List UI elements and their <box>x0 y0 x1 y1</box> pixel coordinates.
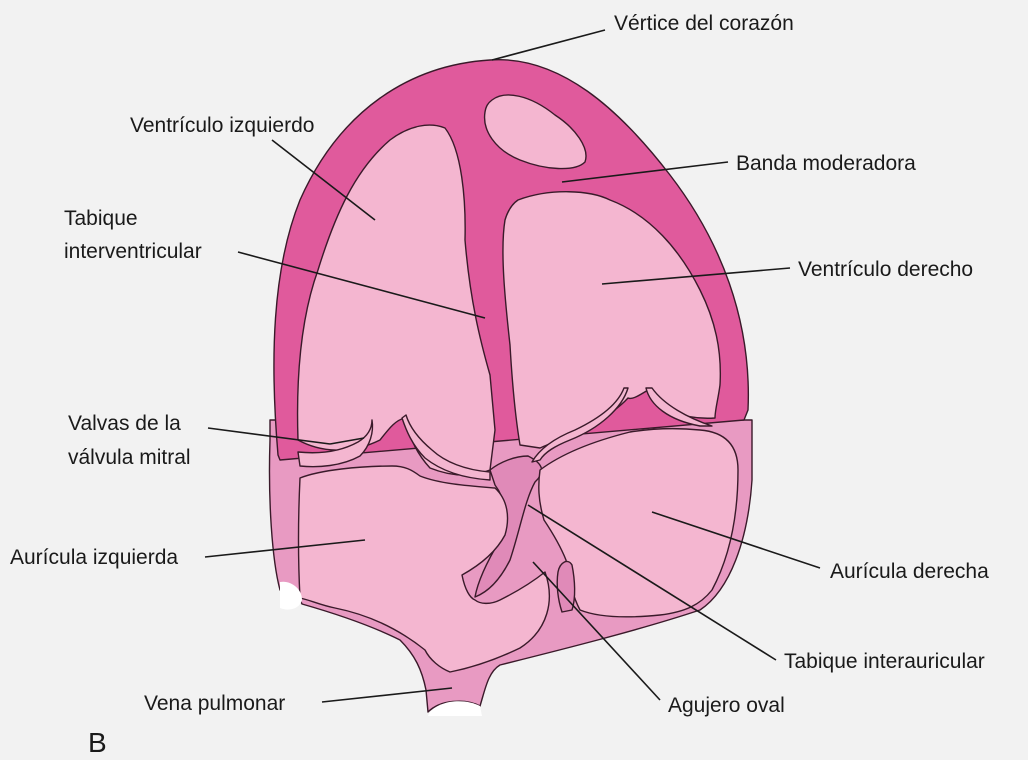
label-left-ventricle: Ventrículo izquierdo <box>130 114 314 137</box>
label-interventricular-septum-line1: Tabique <box>64 207 138 230</box>
label-apex: Vértice del corazón <box>614 12 794 35</box>
label-interventricular-septum-line2: interventricular <box>64 240 202 263</box>
label-mitral-valve-line2: válvula mitral <box>68 446 191 469</box>
leader-apex <box>492 30 605 60</box>
label-right-atrium: Aurícula derecha <box>830 560 989 583</box>
label-mitral-valve-line1: Valvas de la <box>68 412 181 435</box>
label-interatrial-septum: Tabique interauricular <box>784 650 985 673</box>
label-left-atrium: Aurícula izquierda <box>10 546 178 569</box>
label-foramen-ovale: Agujero oval <box>668 694 785 717</box>
label-moderator-band: Banda moderadora <box>736 152 916 175</box>
label-right-ventricle: Ventrículo derecho <box>798 258 973 281</box>
label-pulmonary-vein: Vena pulmonar <box>144 692 285 715</box>
panel-letter: B <box>88 727 107 758</box>
